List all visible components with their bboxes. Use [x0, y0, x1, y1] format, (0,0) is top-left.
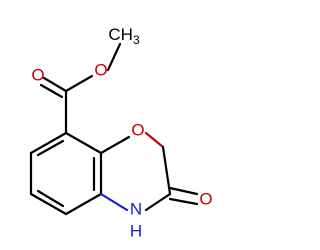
- bond-c3-o-lower: [168, 197, 199, 206]
- ester-carbonyl-oxygen-label: O: [31, 65, 44, 84]
- bond-o-methyl: [106, 42, 122, 72]
- benzene-ring: [29, 131, 103, 216]
- lactam-carbonyl: [168, 186, 199, 206]
- bond-inner-c4a-c5: [36, 189, 65, 208]
- bond-c3-n4: [144, 192, 172, 212]
- ring-oxygen-label: O: [131, 120, 144, 139]
- bond-carbonyl-o-outer: [42, 76, 68, 93]
- bond-c6-c7: [29, 131, 68, 155]
- bond-carbonyl-o-inner: [39, 83, 64, 99]
- lactam-oxygen-label: O: [199, 189, 212, 208]
- bond-c-o-ester: [64, 74, 94, 93]
- bond-c3-o-upper: [168, 186, 199, 196]
- methyl-label: CH3: [108, 25, 140, 47]
- bond-n4-c4a-blue: [99, 192, 129, 212]
- bond-c8a-c4a: [64, 192, 103, 216]
- nitrogen-label: N: [130, 199, 142, 218]
- bond-c4a-c5: [29, 192, 68, 216]
- ester-group: [39, 42, 122, 135]
- bond-c8a-o1: [99, 135, 131, 155]
- bond-c7-c8: [64, 131, 103, 155]
- molecule-structure: CH3 O O O O N H: [29, 25, 213, 240]
- bond-c2-c3: [161, 145, 172, 196]
- bond-o1-c2-red: [144, 131, 165, 149]
- nh-hydrogen-label: H: [130, 221, 142, 240]
- bond-inner-c6-c7: [36, 139, 65, 157]
- ester-oxygen-label: O: [94, 60, 107, 79]
- oxazine-ring: [99, 131, 172, 212]
